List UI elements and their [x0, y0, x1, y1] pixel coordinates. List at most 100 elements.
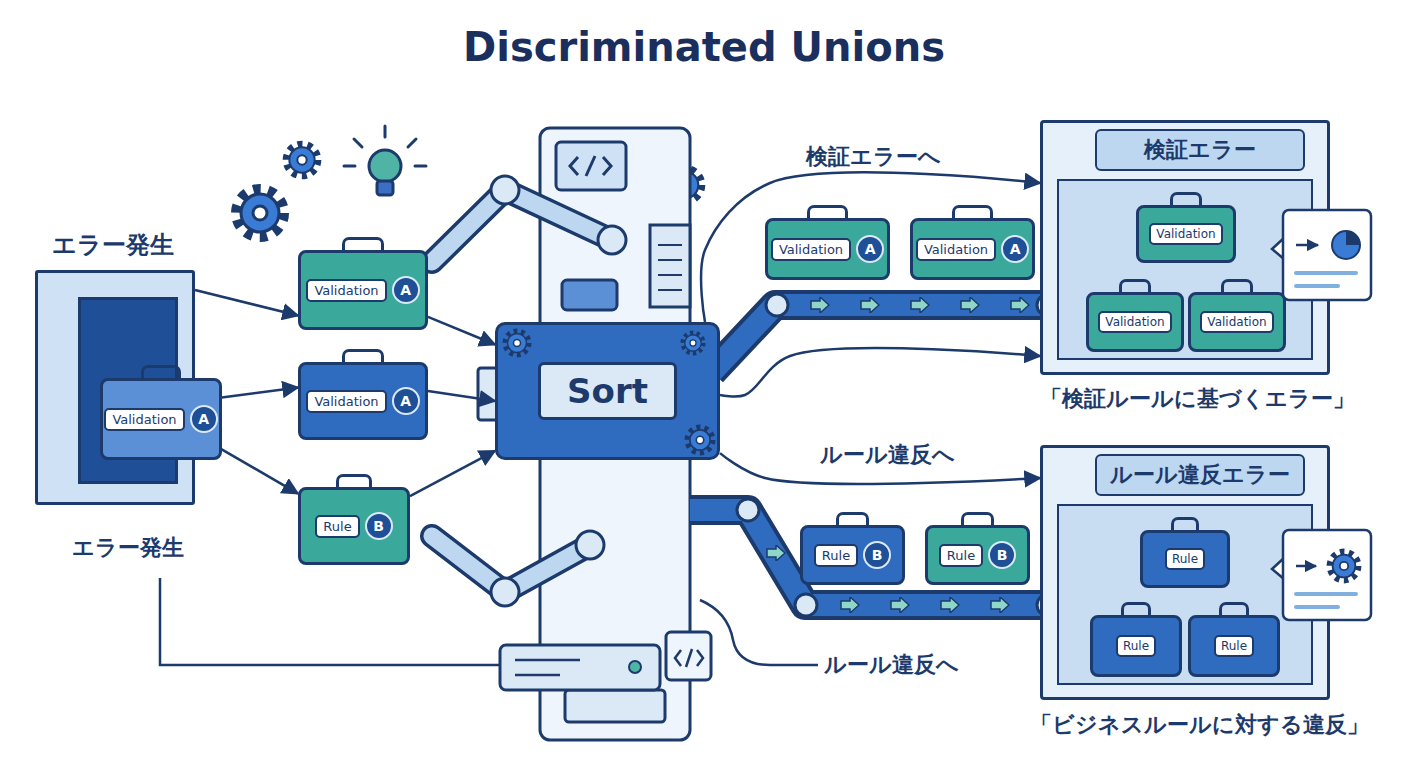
suitcase-tag: Validation — [306, 279, 386, 302]
machine-tower-part — [565, 690, 665, 722]
conveyor-belt-part — [766, 294, 788, 316]
conveyor-belt-part — [911, 297, 929, 313]
gear-panel-part — [1283, 530, 1371, 620]
conveyor-belt-part — [961, 297, 979, 313]
suitcase-tag: Validation — [1098, 311, 1171, 333]
suitcase-tag: Validation — [771, 238, 851, 261]
machine-tower-part — [658, 259, 682, 261]
flow-label: ルール違反へ — [824, 650, 959, 680]
lightbulb-icon — [344, 126, 426, 195]
leader-lines — [160, 578, 818, 665]
suitcase-box: Rule — [1188, 615, 1280, 677]
error-bin: 検証エラーValidationValidationValidation — [1040, 120, 1330, 375]
suitcase-box: Validation A — [298, 250, 428, 330]
suitcase-box: Rule — [1140, 530, 1230, 588]
machine-tower-part — [650, 225, 690, 307]
suitcase-tag: Rule — [939, 544, 983, 567]
sort-gears-part — [687, 427, 713, 453]
suitcase-tag: Rule — [1165, 548, 1205, 570]
gear-icons-part — [236, 189, 284, 237]
suitcase-tag: Validation — [104, 408, 184, 431]
suitcase-box: Rule — [1090, 615, 1182, 677]
edge-label: 検証エラーへ — [806, 142, 941, 172]
suitcase-box: RuleB — [800, 525, 905, 585]
server-box-part — [686, 649, 692, 667]
robot-arm-part — [598, 226, 626, 254]
diagram-title: Discriminated Unions — [0, 24, 1408, 70]
bin-caption: 「検証ルールに基づくエラー」 — [1040, 384, 1350, 414]
robot-arm-part — [491, 578, 519, 606]
robot-arm-part — [491, 176, 519, 204]
machine-tower-part — [603, 157, 611, 175]
flow-arrow — [410, 451, 495, 496]
robot-arm-part — [576, 531, 604, 559]
server-box-part — [629, 661, 641, 673]
sort-machine: Sort — [495, 322, 720, 460]
leader-lines-part — [160, 578, 500, 665]
suitcase-tag: Validation — [1149, 223, 1222, 245]
conveyor-belt-part — [737, 499, 759, 521]
suitcase-box: ValidationA — [765, 218, 890, 280]
machine-tower-part — [658, 274, 682, 276]
bin-heading: 検証エラー — [1095, 129, 1305, 171]
chart-panel-part — [1296, 284, 1338, 288]
source-heading: エラー発生 — [52, 229, 174, 261]
sort-label: Sort — [538, 362, 677, 420]
sort-gears-part — [683, 333, 704, 354]
chart-panel — [1272, 210, 1371, 300]
type-badge: A — [856, 235, 884, 263]
sort-gears-part — [505, 331, 529, 355]
conveyor-belt — [690, 294, 1060, 616]
bin-caption: 「ビジネスルールに対する違反」 — [1030, 710, 1350, 740]
server-box — [500, 632, 711, 690]
suitcase-tag: Validation — [1200, 311, 1273, 333]
suitcase-box: Validation — [1136, 205, 1236, 263]
suitcase-box: Validation A — [100, 378, 222, 460]
type-badge: A — [190, 405, 218, 433]
flow-label: エラー発生 — [72, 533, 184, 563]
machine-tower-part — [570, 157, 578, 175]
flow-arrow — [720, 348, 1040, 396]
error-bin: ルール違反エラーRuleRuleRule — [1040, 445, 1330, 700]
type-badge: A — [392, 387, 420, 415]
type-badge: B — [863, 541, 891, 569]
leader-lines-part — [700, 600, 818, 665]
gear-panel — [1272, 530, 1371, 620]
flow-arrow — [701, 172, 1040, 322]
suitcase-tag: Rule — [315, 515, 359, 538]
flow-arrow — [720, 453, 1040, 484]
type-badge: B — [988, 541, 1016, 569]
lightbulb-icon-part — [384, 126, 387, 137]
conveyor-belt-part — [712, 305, 1060, 372]
flow-arrow — [428, 391, 495, 401]
robot-arm-part — [432, 190, 612, 262]
source-door: エラー発生ValidationA — [35, 270, 195, 505]
conveyor-belt-part — [841, 597, 859, 613]
flow-arrow — [195, 290, 298, 316]
suitcase-tag: Validation — [916, 238, 996, 261]
suitcase-box: ValidationA — [910, 218, 1035, 280]
lightbulb-icon-part — [354, 139, 362, 147]
gear-panel-part — [1272, 558, 1284, 579]
machine-tower-part — [586, 156, 595, 176]
type-badge: A — [1001, 235, 1029, 263]
suitcase-tag: Validation — [306, 390, 386, 413]
robot-arm-part — [432, 190, 612, 262]
server-box-part — [515, 659, 580, 662]
flow-arrow — [428, 317, 495, 345]
type-badge: A — [392, 276, 420, 304]
bin-heading: ルール違反エラー — [1095, 454, 1305, 496]
server-box-part — [675, 650, 681, 666]
conveyor-belt-part — [1011, 297, 1029, 313]
conveyor-belt-part — [991, 597, 1009, 613]
lightbulb-icon-part — [369, 150, 401, 182]
lightbulb-icon-part — [377, 181, 393, 195]
machine-tower-part — [658, 244, 682, 246]
sort-gears — [505, 331, 713, 453]
server-box-part — [697, 650, 703, 666]
gear-icons-part — [286, 144, 318, 176]
suitcase-box: RuleB — [298, 487, 410, 565]
chart-panel-part — [1283, 210, 1371, 300]
chart-panel-part — [1296, 271, 1356, 275]
